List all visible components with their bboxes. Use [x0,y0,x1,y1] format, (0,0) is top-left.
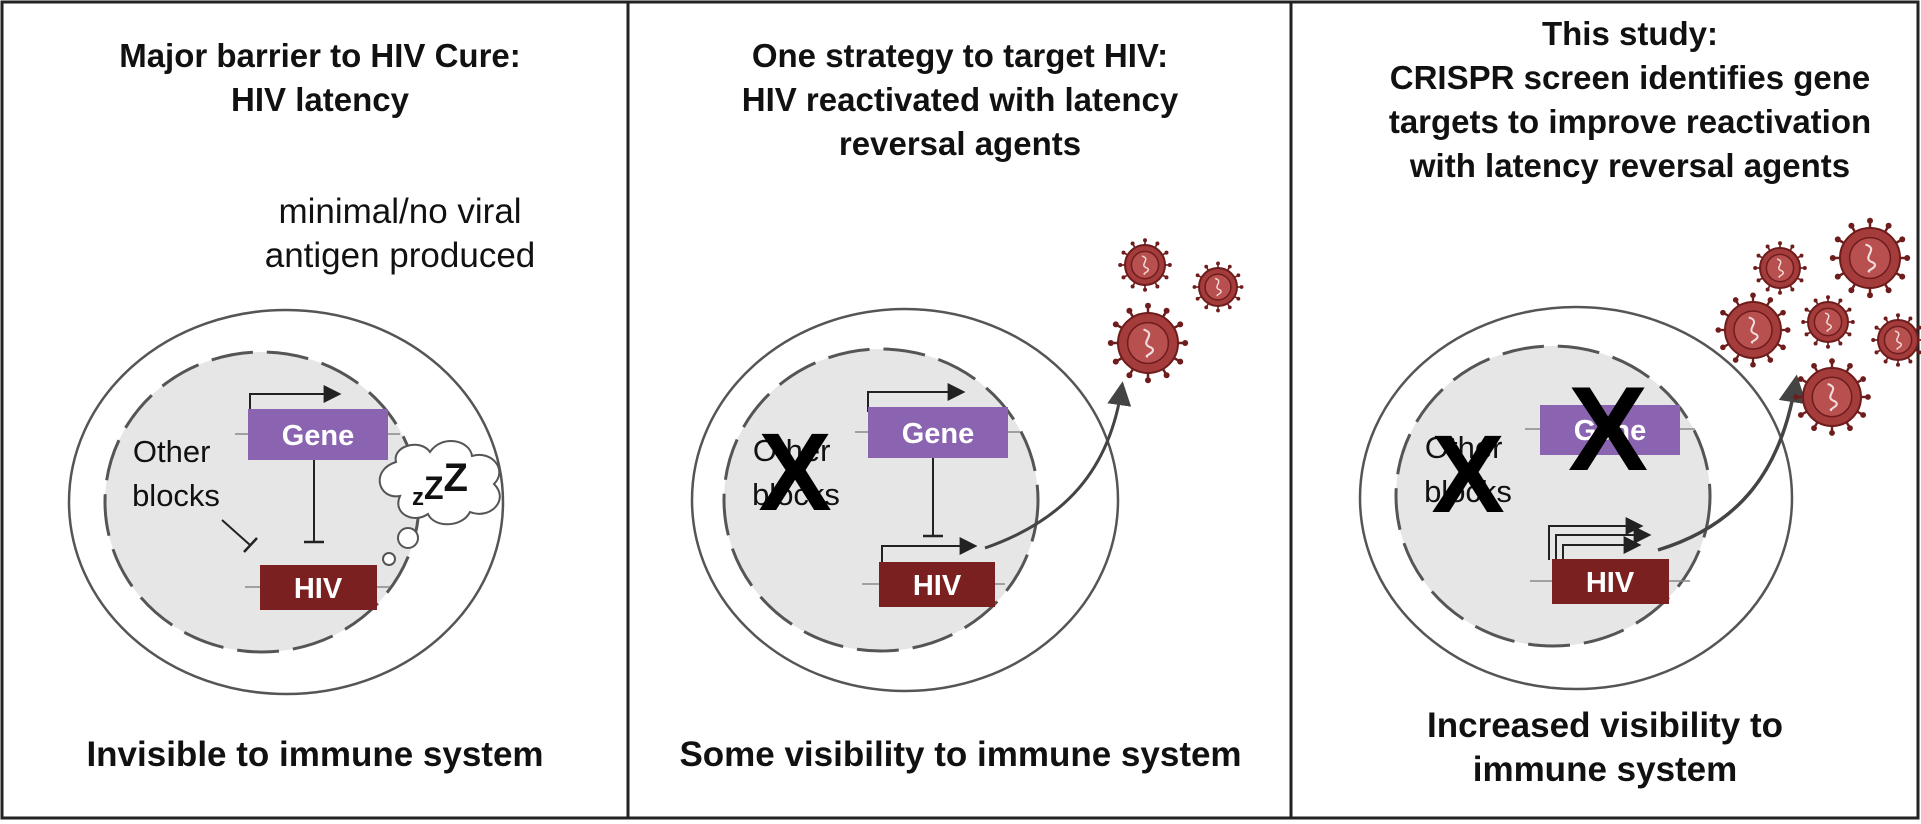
panel-1-caption: Invisible to immune system [86,735,544,774]
panel-1-annotation: minimal/no viral antigen produced [264,192,536,275]
other-blocks-label: Other blocks [752,433,840,512]
sleep-thought-bubble-icon: zZZ [378,439,501,566]
gene-label: Gene [902,418,975,450]
gene-label: Gene [1574,415,1647,447]
knockout-x-mark: X [1568,362,1648,496]
gene-box [1540,405,1680,455]
other-blocks-label: Other blocks [132,434,220,513]
sleep-z-glyph: zZZ [412,456,468,511]
virus-icon [1801,295,1855,349]
hiv-box [260,565,377,610]
panel-2-title: One strategy to target HIV: HIV reactiva… [741,37,1179,162]
gene-box [248,409,388,460]
knockout-x-mark: X [1431,413,1504,536]
hiv-label: HIV [913,570,962,602]
virus-particles [1107,217,1921,436]
virus-icon [1871,313,1921,367]
hiv-label: HIV [1586,567,1635,599]
other-blocks-label: Other blocks [1424,430,1512,509]
virus-icon [1118,238,1172,292]
hiv-box [879,562,995,607]
virus-icon [1793,358,1871,436]
gene-box [868,407,1008,458]
panel-3-caption: Increased visibility to immune system [1427,706,1783,789]
panel-frame-3 [1289,0,1920,820]
hiv-label: HIV [294,573,343,605]
knockout-x-mark: X [758,411,831,534]
virus-release-arrow [1657,374,1807,552]
cell-panel-3: Gene X HIV Other blocks X [1358,305,1807,691]
virus-icon [1829,217,1911,299]
panel-3-title: This study: CRISPR screen identifies gen… [1388,15,1872,184]
panel-1-title: Major barrier to HIV Cure: HIV latency [119,37,521,118]
virus-icon [1192,261,1244,313]
virus-release-arrow [984,381,1132,550]
cell-panel-2: Gene HIV Other blocks X [690,307,1132,693]
hiv-box [1552,559,1669,604]
panel-2-caption: Some visibility to immune system [679,735,1242,774]
virus-icon [1753,241,1807,295]
gene-label: Gene [282,420,355,452]
virus-icon [1107,302,1189,384]
cell-panel-1: Gene HIV Other blocks zZZ [67,308,505,696]
virus-icon [1715,292,1791,368]
